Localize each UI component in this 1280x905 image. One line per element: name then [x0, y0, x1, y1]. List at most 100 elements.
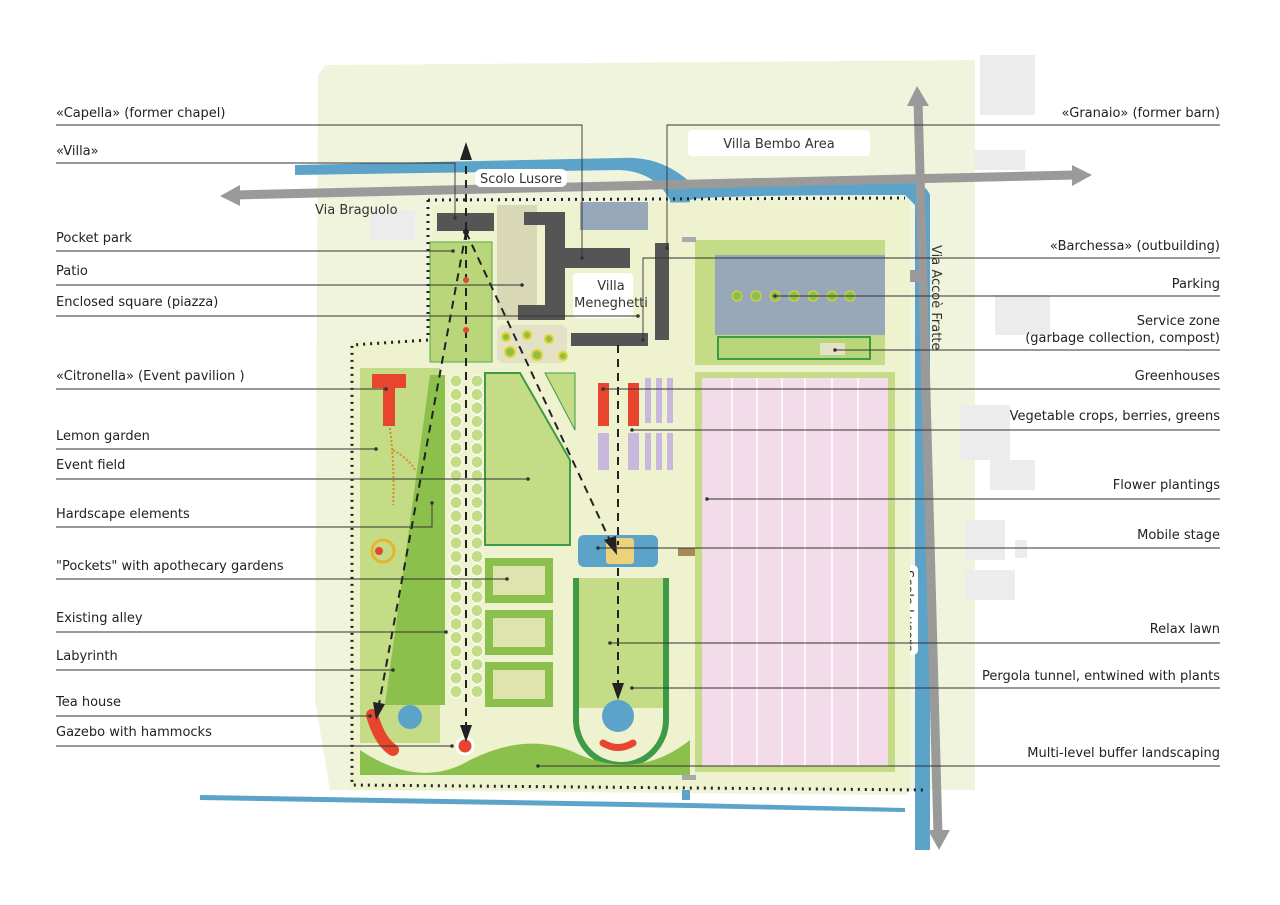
tree: [449, 428, 463, 442]
label-left: Lemon garden: [56, 429, 150, 444]
canal-south: [200, 795, 905, 812]
labyrinth: [385, 375, 445, 705]
label-left: Existing alley: [56, 611, 143, 626]
flower-rows: [731, 378, 859, 766]
leader-dot: [596, 546, 600, 550]
leader-line: [56, 162, 456, 218]
arrow-north-icon: [907, 86, 929, 106]
tree: [470, 577, 484, 590]
leader-dot: [536, 764, 540, 768]
tree: [470, 482, 484, 496]
site-boundary: [350, 196, 926, 792]
label-right: (garbage collection, compost): [1025, 331, 1220, 346]
leader-dot: [601, 387, 605, 391]
tree: [449, 658, 463, 671]
leader-dot: [665, 246, 669, 250]
label-right: Service zone: [1137, 314, 1220, 329]
leader-dot: [444, 630, 448, 634]
villa-name-line1: Villa: [597, 279, 624, 294]
tree: [470, 509, 484, 523]
label-right: «Granaio» (former barn): [1062, 106, 1220, 121]
label-left: "Pockets" with apothecary gardens: [56, 559, 284, 574]
tree: [449, 590, 463, 604]
label-right: Flower plantings: [1113, 478, 1220, 493]
bridge-south: [682, 775, 696, 780]
tree: [470, 617, 484, 631]
tree: [449, 455, 463, 469]
tree: [470, 415, 484, 428]
leader-dot: [580, 256, 584, 260]
road-via-accoe-fratte: [913, 99, 943, 836]
label-left: Hardscape elements: [56, 507, 190, 522]
tree: [470, 631, 484, 644]
labels-left: «Capella» (former chapel)«Villa»Pocket p…: [55, 106, 284, 740]
fountain-pool: [602, 700, 634, 732]
tree: [470, 496, 484, 509]
tree: [449, 496, 463, 509]
villa-label-box: [573, 273, 633, 318]
leader-dot: [705, 497, 709, 501]
tree: [449, 469, 463, 482]
villa-bembo-area-box: [688, 130, 870, 156]
tree: [470, 658, 484, 671]
leader-dot: [630, 686, 634, 690]
tree: [470, 590, 484, 604]
hardscape-semicircle: [370, 538, 396, 564]
citronella-pavilion-stem: [383, 374, 395, 426]
bridge: [678, 548, 696, 556]
parking-trees: [731, 290, 856, 302]
leader-dot: [430, 501, 434, 505]
tree: [470, 374, 484, 388]
service-zone: [717, 336, 871, 360]
road-via-braguolo: [234, 170, 1076, 200]
label-right: Relax lawn: [1150, 622, 1220, 637]
tree: [449, 482, 463, 496]
existing-alley-trees: [449, 374, 484, 698]
leader-dot: [608, 641, 612, 645]
villa-bembo-area-label: Villa Bembo Area: [723, 137, 834, 152]
axis-arrowheads: [373, 142, 624, 742]
label-right: Vegetable crops, berries, greens: [1010, 409, 1221, 424]
greenhouses-and-crops: [598, 378, 673, 470]
tree: [449, 550, 463, 563]
tree: [449, 617, 463, 631]
tree: [470, 442, 484, 455]
bench: [599, 739, 637, 751]
gazebo: [455, 736, 475, 756]
label-left: Tea house: [55, 695, 121, 710]
tree: [449, 577, 463, 590]
label-right: Greenhouses: [1135, 369, 1221, 384]
road-top-label: Via Braguolo: [315, 203, 398, 218]
label-left: Event field: [56, 458, 125, 473]
view-axes: [377, 152, 619, 735]
leader-dot: [520, 283, 524, 287]
label-left: Gazebo with hammocks: [56, 725, 212, 740]
hardscape-dot: [375, 547, 383, 555]
leader-dot: [630, 428, 634, 432]
tree: [449, 563, 463, 577]
tree: [449, 509, 463, 523]
road-right-label: Via Accoè Fratte: [928, 245, 943, 350]
apothecary-pockets: [485, 558, 553, 707]
tree: [470, 550, 484, 563]
leader-dot: [391, 668, 395, 672]
label-left: «Villa»: [56, 144, 99, 159]
leader-dot: [453, 216, 457, 220]
parking: [715, 255, 885, 335]
tree: [470, 604, 484, 617]
pond: [398, 705, 422, 729]
square-trees: [501, 330, 568, 361]
hardscape-path: [389, 427, 416, 506]
canal-top-label: Scolo Lusore: [480, 172, 562, 187]
label-right: Parking: [1172, 277, 1220, 292]
label-left: Enclosed square (piazza): [56, 295, 218, 310]
tree: [449, 604, 463, 617]
tree: [470, 671, 484, 685]
leader-dot: [451, 249, 455, 253]
label-left: Labyrinth: [56, 649, 118, 664]
tree: [470, 644, 484, 658]
tree: [449, 415, 463, 428]
tree: [449, 644, 463, 658]
arrow-west-icon: [220, 185, 240, 206]
labels-right: «Granaio» (former barn)«Barchessa» (outb…: [982, 106, 1220, 761]
